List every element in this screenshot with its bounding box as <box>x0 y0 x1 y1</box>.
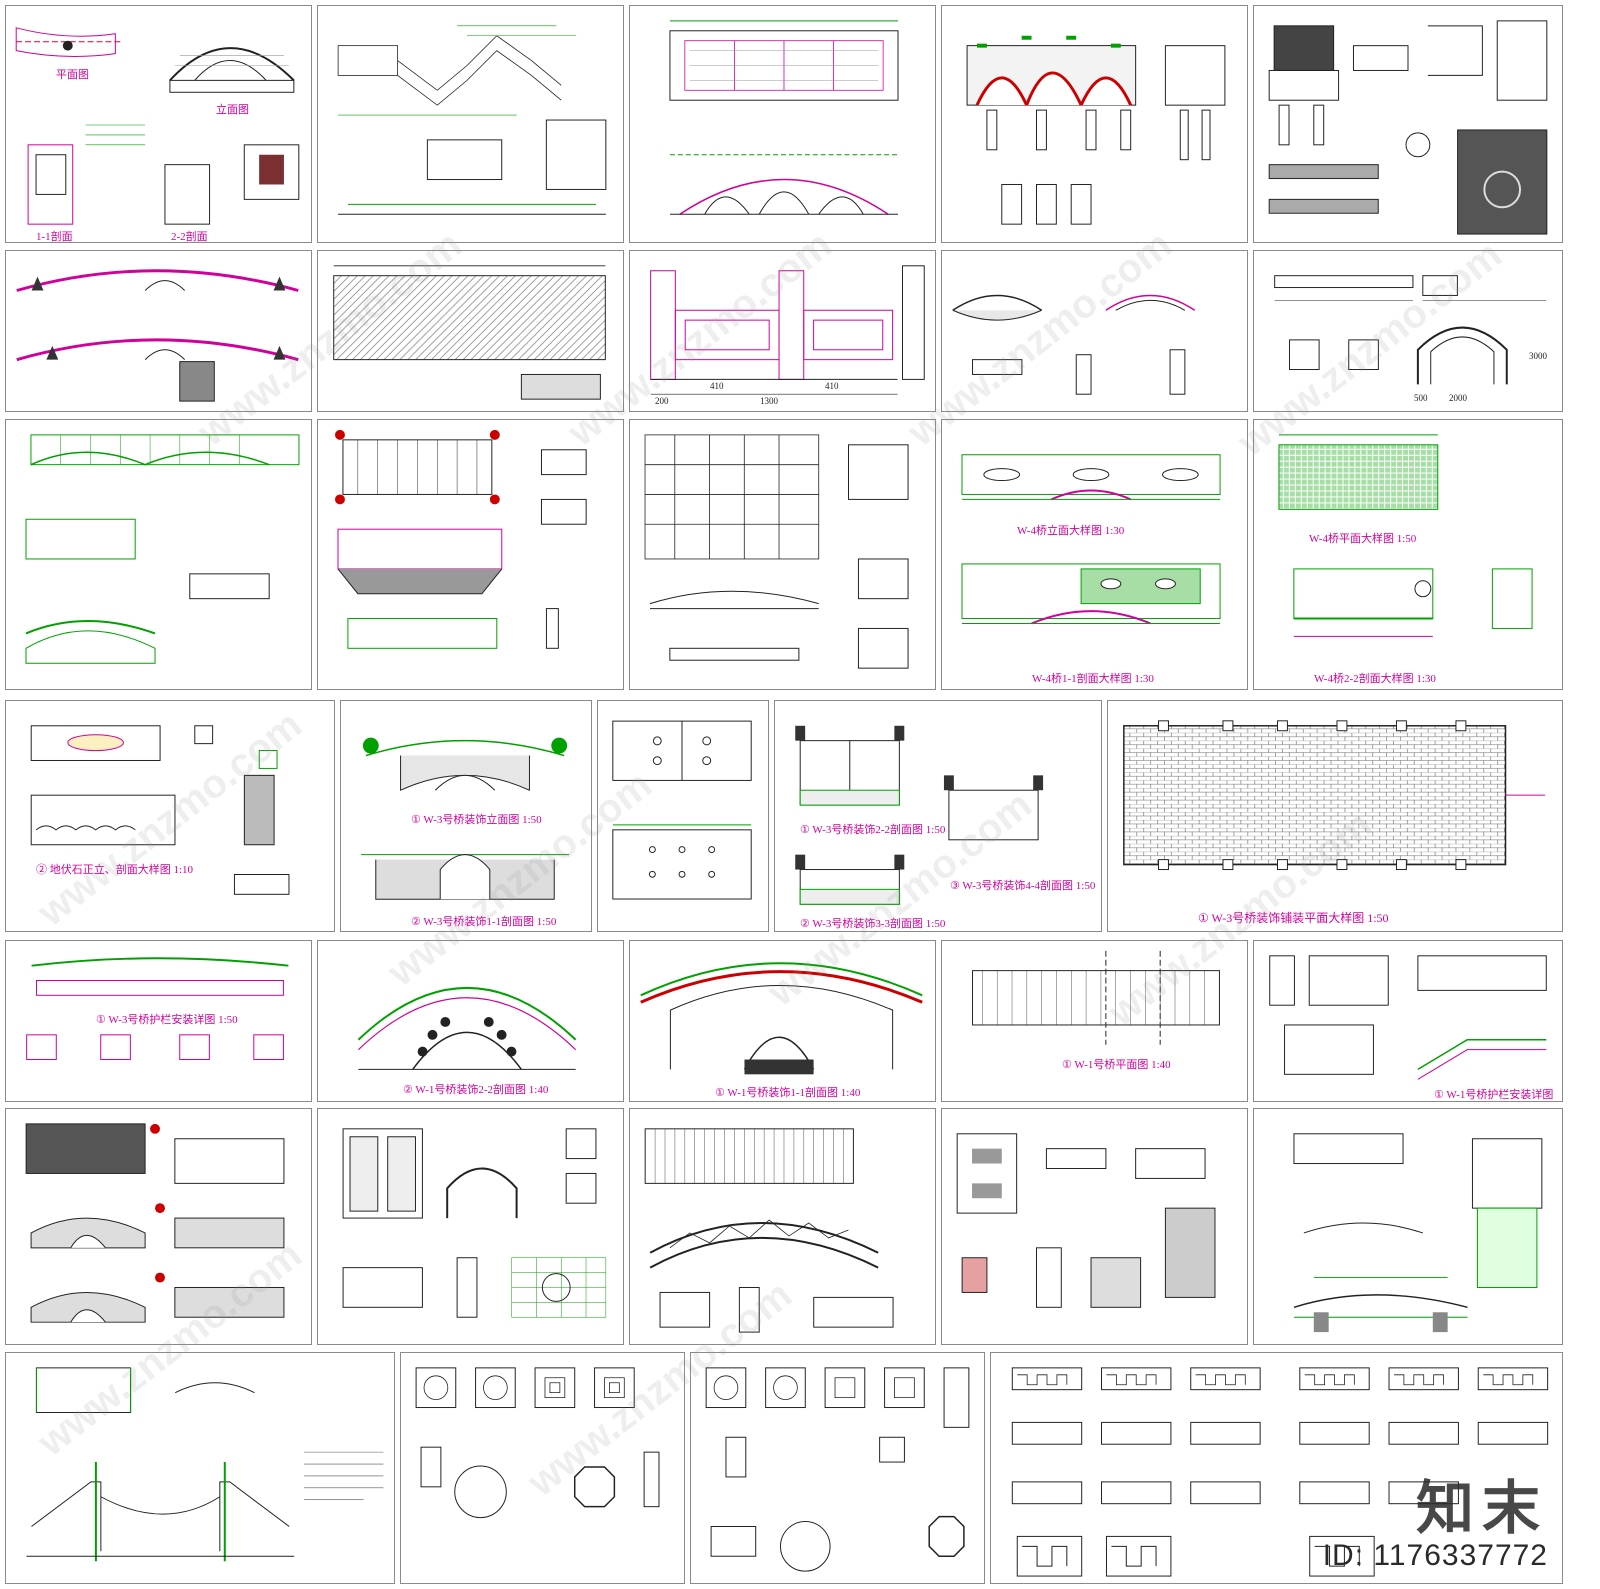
stone-arch-drawing <box>966 35 1226 225</box>
drawing-sheet-fret-railings: 知末 ID: 1176337772 <box>990 1352 1563 1584</box>
watermark-id: 知末 ID: 1176337772 <box>1323 1479 1548 1573</box>
railing-elevation-drawing <box>650 265 925 395</box>
zigzag-boardwalk-drawing <box>337 25 607 215</box>
sheet-caption: ① W-1号桥平面图 1:40 <box>1062 1059 1171 1071</box>
sheet-caption: ② 地伏石正立、剖面大样图 1:10 <box>36 864 194 876</box>
sheet-caption: W-4桥平面大样图 1:50 <box>1309 533 1417 545</box>
w1-section-22-drawing <box>357 987 577 1070</box>
sheet-caption: ② W-1号桥装饰2-2剖面图 1:40 <box>403 1084 549 1096</box>
suspension-bridge-drawing <box>26 1367 384 1562</box>
steel-detail-drawing <box>956 1133 1216 1308</box>
sheet-caption: ③ W-3号桥装饰4-4剖面图 1:50 <box>950 880 1096 892</box>
drawing-sheet-beam-arch-details: 2000 500 3000 <box>1253 250 1563 412</box>
drawing-sheet-stone-arch-section <box>941 5 1248 243</box>
drawing-sheet-zigzag-boardwalk <box>317 5 624 243</box>
small-stone-bridge-drawing <box>952 294 1196 395</box>
drawing-sheet-triple-arch-elevation <box>629 5 936 243</box>
w3-plan-drawing <box>612 720 752 900</box>
drawing-sheet-stone-slab-plan <box>629 419 936 690</box>
w1-section-11-drawing <box>640 962 923 1075</box>
drawing-sheet-railing-elevation: 410 410 1300 200 <box>629 250 936 412</box>
dimension-label: 410 <box>710 381 724 391</box>
triple-arch-drawing <box>669 20 899 215</box>
dimension-label: 3000 <box>1529 351 1547 361</box>
stone-bridge-section-drawing <box>25 1123 285 1323</box>
drawing-sheet-railing-bridge <box>317 419 624 690</box>
w1-plan-drawing <box>972 950 1220 1045</box>
railing-detail-drawing <box>30 725 290 895</box>
dimension-label: 500 <box>1414 393 1428 403</box>
sheet-caption: W-4桥立面大样图 1:30 <box>1017 525 1125 537</box>
lattice-windows-b-drawing <box>705 1367 970 1572</box>
drawing-sheet-w3-paving-plan: ① W-3号桥装饰铺装平面大样图 1:50 <box>1107 700 1563 932</box>
sheet-caption: 平面图 <box>56 69 89 81</box>
drawing-sheet-w1-plan: ① W-1号桥平面图 1:40 <box>941 940 1248 1102</box>
dimension-label: 2000 <box>1449 393 1467 403</box>
drawing-sheet-footbridge-elevation <box>1253 1108 1563 1345</box>
drawing-sheet-w4-bridge: W-4桥立面大样图 1:30 W-4桥1-1剖面大样图 1:30 <box>941 419 1248 690</box>
hump-bridge-drawing <box>16 269 299 402</box>
dimension-label: 200 <box>655 396 669 406</box>
sheet-caption: ② W-3号桥装饰3-3剖面图 1:50 <box>800 918 946 930</box>
railing-bridge-drawing <box>335 429 587 649</box>
w3-paving-drawing <box>1123 720 1546 871</box>
drawing-sheet-w3-elevation: ① W-3号桥装饰立面图 1:50 ② W-3号桥装饰1-1剖面图 1:50 <box>340 700 592 932</box>
drawing-sheet-w1-railing-install: ① W-1号桥护栏安装详图 <box>1253 940 1563 1102</box>
sheet-caption: ① W-1号桥装饰1-1剖面图 1:40 <box>715 1087 861 1099</box>
dimension-label: 410 <box>825 381 839 391</box>
sheet-caption: ① W-3号桥装饰2-2剖面图 1:50 <box>800 824 946 836</box>
pier-detail-drawing <box>1268 20 1548 235</box>
drawing-sheet-timber-arch-bridge <box>629 1108 936 1345</box>
drawing-sheet-w1-section-11: ① W-1号桥装饰1-1剖面图 1:40 <box>629 940 936 1102</box>
sheet-caption: W-4桥2-2剖面大样图 1:30 <box>1314 673 1436 685</box>
sheet-caption: ① W-3号桥装饰铺装平面大样图 1:50 <box>1198 911 1389 925</box>
sheet-caption: ① W-3号桥护栏安装详图 1:50 <box>96 1014 238 1026</box>
timber-arch-drawing <box>644 1128 894 1333</box>
drawing-sheet-small-stone-bridge <box>941 250 1248 412</box>
drawing-sheet-steel-details <box>941 1108 1248 1345</box>
drawing-sheet-herringbone-paving <box>317 250 624 412</box>
drawing-sheet-arch-bridge-plan: 平面图 立面图 1-1剖面 2-2剖面 <box>5 5 312 243</box>
drawing-sheet-w1-section-22: ② W-1号桥装饰2-2剖面图 1:40 <box>317 940 624 1102</box>
drawing-sheet-lattice-windows-b <box>690 1352 985 1584</box>
sheet-caption: W-4桥1-1剖面大样图 1:30 <box>1032 673 1154 685</box>
drawing-sheet-suspension-bridge <box>5 1352 395 1584</box>
sheet-caption: 立面图 <box>216 104 249 116</box>
drawing-sheet-pier-details <box>1253 5 1563 243</box>
footbridge-drawing <box>1293 1133 1543 1333</box>
herringbone-paving-drawing <box>333 265 606 400</box>
lattice-windows-a-drawing <box>415 1367 660 1519</box>
w3-railing-drawing <box>26 957 289 1061</box>
drawing-sheet-hump-bridge-elevation <box>5 250 312 412</box>
fret-railing-drawing <box>1011 1367 1549 1577</box>
truss-bridge-drawing <box>25 434 300 664</box>
drawing-sheet-stone-bridge-sections <box>5 1108 312 1345</box>
drawing-sheet-w3-sections: ① W-3号桥装饰2-2剖面图 1:50 ② W-3号桥装饰3-3剖面图 1:5… <box>774 700 1102 932</box>
w3-elevation-drawing <box>360 737 570 900</box>
drawing-sheet-lattice-windows-a <box>400 1352 685 1584</box>
w4-paving-drawing <box>1278 434 1533 637</box>
sheet-caption: ① W-1号桥护栏安装详图 <box>1434 1089 1554 1101</box>
sheet-caption: ① W-3号桥装饰立面图 1:50 <box>411 814 542 826</box>
w4-bridge-drawing <box>961 454 1221 625</box>
sheet-caption: 2-2剖面 <box>171 231 208 243</box>
drawing-sheet-w3-railing-install: ① W-3号桥护栏安装详图 1:50 <box>5 940 312 1102</box>
beam-arch-drawing <box>1274 275 1547 385</box>
watermark-logo: 知末 <box>1415 1476 1548 1541</box>
drawing-sheet-railing-details: ② 地伏石正立、剖面大样图 1:10 <box>5 700 335 932</box>
watermark-id-text: ID: 1176337772 <box>1322 1539 1548 1572</box>
drawing-sheet-truss-bridge <box>5 419 312 690</box>
stone-slab-drawing <box>644 434 909 669</box>
w3-section-drawing <box>795 725 1044 905</box>
sheet-caption: 1-1剖面 <box>36 231 73 243</box>
dimension-label: 1300 <box>760 396 778 406</box>
arch-ring-drawing <box>342 1128 607 1318</box>
drawing-sheet-w3-plan <box>597 700 769 932</box>
w1-railing-drawing <box>1269 955 1547 1080</box>
drawing-sheet-w4-paving: W-4桥平面大样图 1:50 W-4桥2-2剖面大样图 1:30 <box>1253 419 1563 690</box>
arch-bridge-drawing <box>15 27 300 225</box>
sheet-caption: ② W-3号桥装饰1-1剖面图 1:50 <box>411 916 557 928</box>
drawing-sheet-arch-ring-details <box>317 1108 624 1345</box>
